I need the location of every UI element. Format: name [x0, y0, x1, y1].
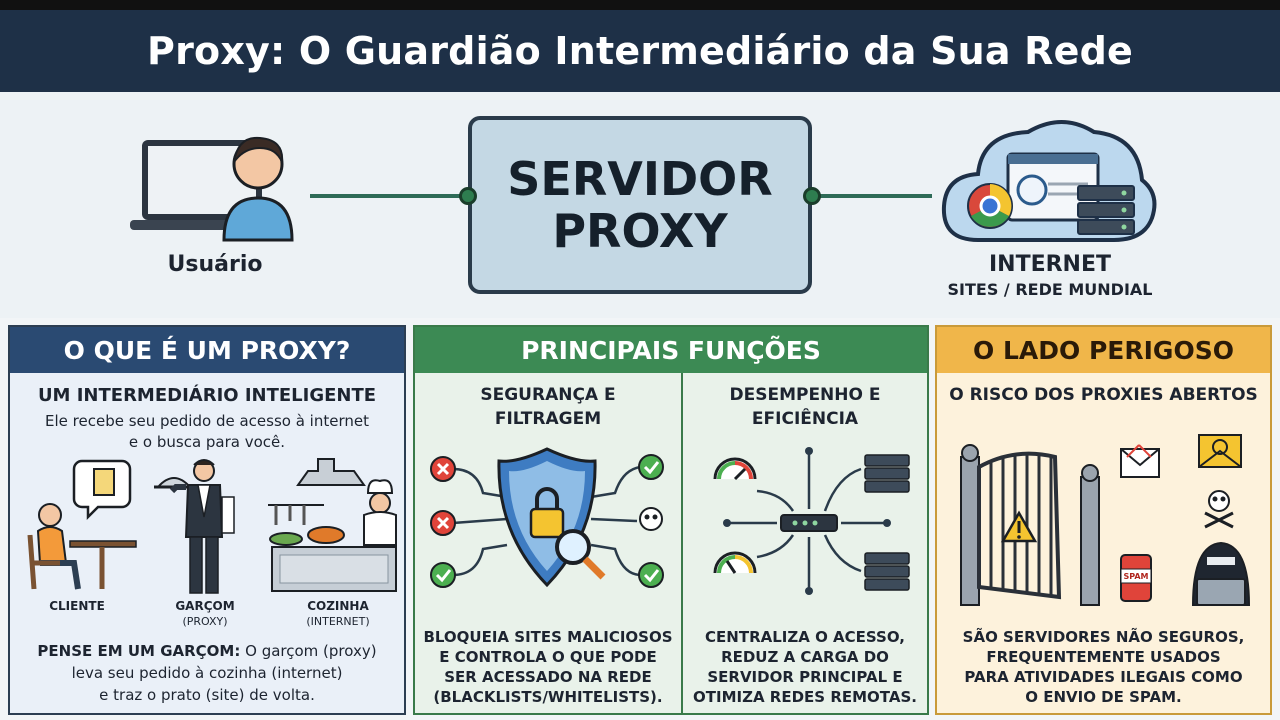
functions-divider — [681, 373, 683, 713]
security-shield-icon — [430, 447, 664, 588]
proxy-title-line2: PROXY — [552, 204, 728, 258]
performance-network-icon — [713, 447, 910, 595]
security-text-line4: (BLACKLISTS/WHITELISTS). — [433, 688, 663, 706]
page-title: Proxy: O Guardião Intermediário da Sua R… — [147, 29, 1133, 73]
what-is-proxy-panel: O QUE É UM PROXY? UM INTERMEDIÁRIO INTEL… — [8, 325, 406, 715]
functions-panel-header: PRINCIPAIS FUNÇÕES — [415, 327, 927, 373]
danger-text-line2: FREQUENTEMENTE USADOS — [986, 648, 1221, 666]
danger-text-line3: PARA ATIVIDADES ILEGAIS COMO — [964, 668, 1243, 686]
danger-panel-header: O LADO PERIGOSO — [937, 327, 1270, 373]
spam-can-label: SPAM — [1123, 572, 1149, 581]
connector-dot-left — [459, 187, 477, 205]
main-functions-panel: PRINCIPAIS FUNÇÕES SEGURANÇA E FILTRAGEM — [413, 325, 929, 715]
open-gate-icon — [960, 444, 1100, 606]
proxy-server-box: SERVIDOR PROXY — [468, 116, 812, 294]
what-description-line1: Ele recebe seu pedido de acesso à intern… — [45, 412, 369, 430]
connector-dot-right — [803, 187, 821, 205]
internet-sublabel: SITES / REDE MUNDIAL — [947, 280, 1153, 299]
analogy-line1-text: O garçom (proxy) — [240, 642, 377, 660]
waiter-sublabel: (PROXY) — [182, 615, 228, 628]
security-text-line2: E CONTROLA O QUE PODE — [439, 648, 657, 666]
performance-text-line2: REDUZ A CARGA DO — [721, 648, 889, 666]
what-panel-header: O QUE É UM PROXY? — [10, 327, 404, 373]
flow-line-left — [310, 194, 470, 198]
security-title-line2: FILTRAGEM — [494, 409, 602, 429]
security-text-line1: BLOQUEIA SITES MALICIOSOS — [423, 628, 673, 646]
danger-subtitle: O RISCO DOS PROXIES ABERTOS — [949, 385, 1258, 405]
performance-text-line4: OTIMIZA REDES REMOTAS. — [693, 688, 917, 706]
threat-icons — [1120, 434, 1251, 606]
what-subtitle: UM INTERMEDIÁRIO INTELIGENTE — [37, 385, 377, 406]
performance-title-line2: EFICIÊNCIA — [751, 409, 859, 429]
analogy-lead: PENSE EM UM GARÇOM: — [37, 642, 241, 660]
internet-cloud-icon — [941, 120, 1157, 242]
security-title-line1: SEGURANÇA E — [480, 385, 616, 405]
danger-text-line4: O ENVIO DE SPAM. — [1025, 688, 1182, 706]
flow-line-right — [812, 194, 932, 198]
dangerous-side-panel: O LADO PERIGOSO O RISCO DOS PROXIES ABER… — [935, 325, 1272, 715]
proxy-flow-diagram: Usuário SERVIDOR PROXY INTERNET SI — [0, 92, 1280, 318]
user-laptop-icon — [130, 136, 294, 242]
client-figure-icon — [27, 459, 137, 590]
performance-text-line3: SERVIDOR PRINCIPAL E — [707, 668, 903, 686]
kitchen-figure-icon — [268, 458, 397, 592]
analogy-line1: PENSE EM UM GARÇOM: O garçom (proxy) — [10, 641, 404, 661]
analogy-line3: e traz o prato (site) de volta. — [99, 686, 315, 704]
kitchen-sublabel: (INTERNET) — [306, 615, 370, 628]
performance-text-line1: CENTRALIZA O ACESSO, — [705, 628, 905, 646]
client-label: CLIENTE — [49, 599, 105, 613]
internet-label: INTERNET — [988, 252, 1112, 277]
danger-text-line1: SÃO SERVIDORES NÃO SEGUROS, — [962, 628, 1245, 646]
performance-title-line1: DESEMPENHO E — [729, 385, 881, 405]
title-bar: Proxy: O Guardião Intermediário da Sua R… — [0, 0, 1280, 92]
waiter-label: GARÇOM — [175, 599, 235, 613]
what-description-line2: e o busca para você. — [128, 433, 286, 451]
kitchen-label: COZINHA — [307, 599, 369, 613]
security-text-line3: SER ACESSADO NA REDE — [444, 668, 652, 686]
analogy-line2: leva seu pedido à cozinha (internet) — [71, 664, 343, 682]
user-label: Usuário — [167, 252, 263, 277]
waiter-figure-icon — [154, 459, 235, 594]
proxy-title-line1: SERVIDOR — [507, 152, 773, 206]
